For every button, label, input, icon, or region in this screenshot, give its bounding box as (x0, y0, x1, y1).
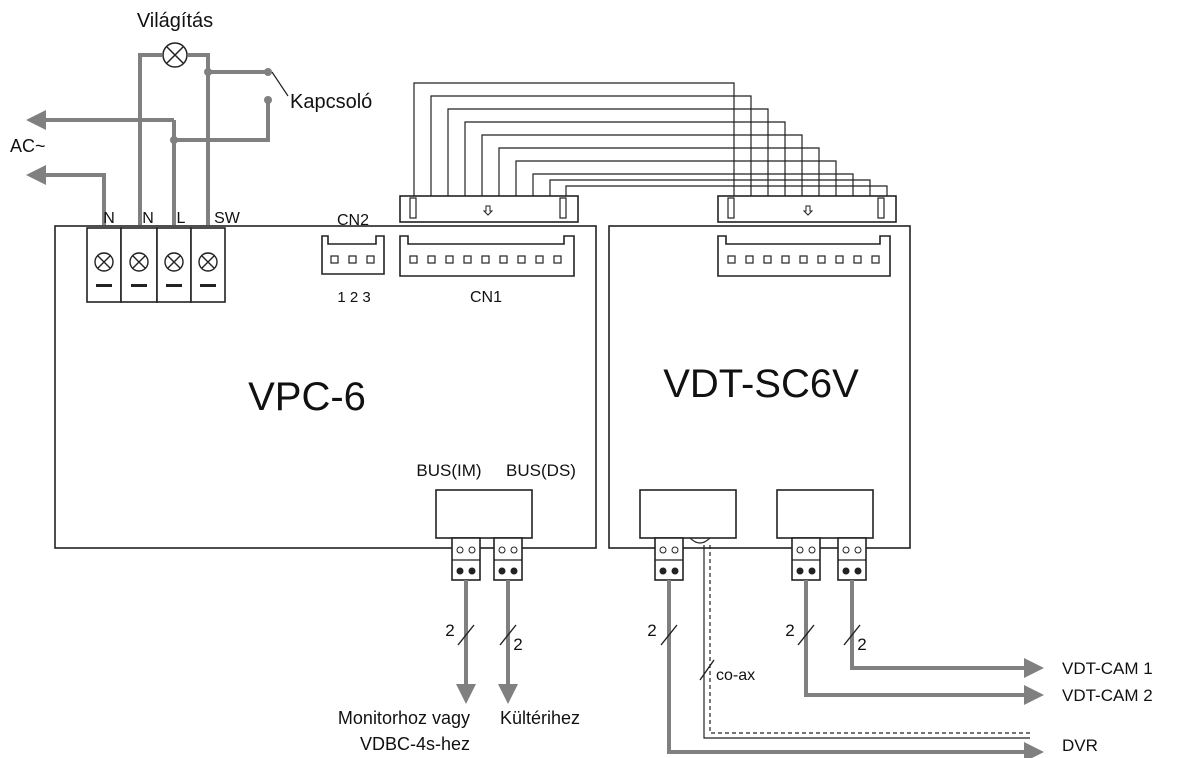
bus-ds-count: 2 (513, 635, 522, 654)
screw-icon (164, 252, 184, 287)
dvr-terminal (654, 537, 684, 581)
dvr-connector-block (639, 489, 737, 539)
cn2-connector (321, 235, 385, 275)
screw-icon (94, 252, 114, 287)
switch-label: Kapcsoló (290, 91, 372, 113)
cam1-label: VDT-CAM 1 (1062, 659, 1153, 678)
bus-connector-block (435, 489, 533, 539)
lamp-icon (162, 42, 188, 68)
monitor-label-line2: VDBC-4s-hez (360, 734, 470, 754)
cam2-count: 2 (785, 621, 794, 640)
dvr-label: DVR (1062, 736, 1098, 755)
output-wiring (456, 545, 1044, 758)
bus-im-label: BUS(IM) (416, 461, 481, 480)
terminal-sw-label: SW (214, 210, 241, 227)
wire-count-marks (457, 624, 861, 681)
ribbon-plug-right (717, 195, 897, 223)
terminal-n1-label: N (103, 210, 115, 227)
switch-lever (271, 71, 289, 97)
vdt-sc6v-title: VDT-SC6V (663, 362, 859, 406)
cn1-label: CN1 (470, 289, 502, 306)
lighting-label: Világítás (137, 10, 213, 32)
terminal-block (86, 227, 226, 303)
cam1-terminal (837, 537, 867, 581)
outdoor-label: Kültérihez (500, 708, 580, 728)
cn1-connector (399, 235, 575, 277)
coax-socket (689, 537, 711, 544)
bus-ds-label: BUS(DS) (506, 461, 576, 480)
screw-icon (129, 252, 149, 287)
ribbon-plug-left (399, 195, 579, 223)
cam2-terminal (791, 537, 821, 581)
cn2-label: CN2 (337, 212, 369, 229)
bus-ds-terminal (493, 537, 523, 581)
dvr-count: 2 (647, 621, 656, 640)
mains-wiring (26, 53, 272, 225)
terminal-l-label: L (177, 210, 186, 227)
vdt-cn-connector (717, 235, 891, 277)
bus-im-count: 2 (445, 621, 454, 640)
cam-connector-block (776, 489, 874, 539)
cam1-count: 2 (857, 635, 866, 654)
screw-icon (198, 252, 218, 287)
cam2-label: VDT-CAM 2 (1062, 686, 1153, 705)
ac-label: AC~ (10, 136, 46, 156)
vpc6-title: VPC-6 (248, 375, 366, 419)
monitor-label-line1: Monitorhoz vagy (338, 708, 470, 728)
coax-label: co-ax (716, 667, 755, 684)
cn2-pins-label: 1 2 3 (337, 289, 370, 306)
ribbon-cable (413, 82, 888, 196)
bus-im-terminal (451, 537, 481, 581)
terminal-n2-label: N (142, 210, 154, 227)
